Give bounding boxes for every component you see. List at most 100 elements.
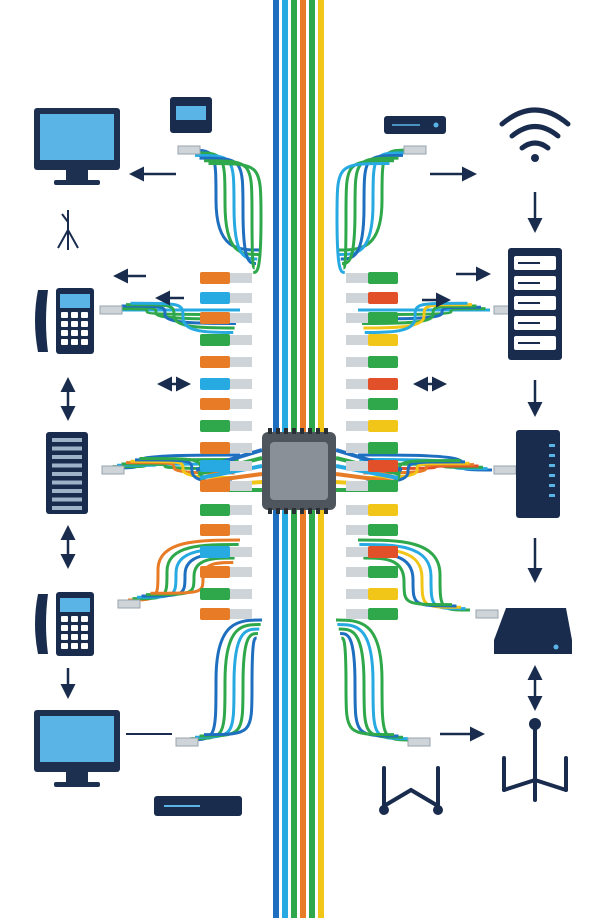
plug-left-tip	[230, 443, 252, 453]
cable	[342, 156, 399, 265]
keypad-key	[71, 643, 78, 649]
hub-chip-icon	[262, 428, 336, 514]
plug-left	[200, 546, 230, 558]
server-rack-icon	[508, 248, 562, 360]
device-connector	[493, 465, 517, 475]
keypad-key	[81, 339, 88, 345]
plug-right-tip	[346, 293, 368, 303]
plug-left-tip	[230, 421, 252, 431]
keypad-key	[71, 625, 78, 631]
keypad-key	[81, 321, 88, 327]
plug-right-tip	[346, 399, 368, 409]
keypad-key	[61, 616, 68, 622]
plug-left	[200, 608, 230, 620]
plug-left	[200, 272, 230, 284]
tower-led	[549, 484, 555, 487]
ip-phone-icon	[35, 288, 94, 354]
hub-pin	[324, 428, 328, 434]
plug-right-tip	[346, 525, 368, 535]
hub-pin	[316, 508, 320, 514]
hub-pin	[284, 428, 288, 434]
keypad-key	[81, 312, 88, 318]
plug-left	[200, 378, 230, 390]
plug-right-tip	[346, 461, 368, 471]
plug-left-tip	[230, 567, 252, 577]
panel-slot	[52, 455, 82, 459]
tower-server-icon	[516, 430, 560, 518]
hub-pin	[292, 508, 296, 514]
hub-pin	[300, 508, 304, 514]
panel-slot	[52, 446, 82, 451]
plug-right	[368, 588, 398, 600]
cable	[339, 151, 408, 256]
keypad-key	[71, 330, 78, 336]
plug-left	[200, 334, 230, 346]
plug-left-tip	[230, 461, 252, 471]
plug-left-tip	[230, 481, 252, 491]
keypad-key	[81, 625, 88, 631]
plug-left-tip	[230, 399, 252, 409]
plug-right	[368, 504, 398, 516]
plug-left-tip	[230, 357, 252, 367]
hub-pin	[284, 508, 288, 514]
plug-left-tip	[230, 609, 252, 619]
device-connector	[475, 609, 499, 619]
plug-right	[368, 420, 398, 432]
ip-phone-icon	[35, 592, 94, 656]
hub-pin	[324, 508, 328, 514]
plug-right	[368, 546, 398, 558]
keypad-key	[61, 643, 68, 649]
keypad-key	[71, 339, 78, 345]
connector-plugs	[99, 145, 517, 747]
plug-right	[368, 292, 398, 304]
device-connector	[101, 465, 125, 475]
plug-left	[200, 588, 230, 600]
plug-left-tip	[230, 273, 252, 283]
plug-left	[200, 442, 230, 454]
antenna-icon	[57, 210, 79, 250]
wifi-icon	[499, 107, 571, 162]
panel-slot	[52, 463, 82, 468]
cable	[342, 159, 395, 270]
network-switch-icon	[494, 608, 572, 654]
cable	[208, 162, 263, 274]
plug-right-tip	[346, 567, 368, 577]
plug-left-tip	[230, 505, 252, 515]
plug-right	[368, 312, 398, 324]
plug-left-tip	[230, 313, 252, 323]
cable	[203, 159, 256, 270]
cable	[190, 151, 259, 256]
device-connector	[177, 145, 201, 155]
plug-right-tip	[346, 505, 368, 515]
plug-left-tip	[230, 335, 252, 345]
device-connector	[99, 305, 123, 315]
device-connector	[117, 599, 141, 609]
panel-slot	[52, 506, 82, 510]
plug-right-tip	[346, 313, 368, 323]
plug-left	[200, 398, 230, 410]
tower-led	[549, 494, 555, 497]
plug-left	[200, 524, 230, 536]
set-top-box-icon	[384, 116, 446, 134]
plug-right	[368, 566, 398, 578]
rack-unit-line	[518, 322, 540, 324]
cable	[363, 556, 453, 607]
keypad-key	[81, 634, 88, 640]
keypad-key	[61, 625, 68, 631]
plug-left-tip	[230, 293, 252, 303]
plug-left-tip	[230, 589, 252, 599]
keypad-key	[61, 634, 68, 640]
modem-icon	[170, 97, 212, 133]
hub-pin	[276, 428, 280, 434]
access-point-icon	[502, 718, 568, 802]
tower-led	[549, 444, 555, 447]
plug-left	[200, 566, 230, 578]
rack-unit-line	[518, 282, 540, 284]
plug-right-tip	[346, 547, 368, 557]
plug-right	[368, 356, 398, 368]
tower-led	[549, 454, 555, 457]
cable	[335, 162, 390, 274]
hub-pin	[308, 508, 312, 514]
plug-right-tip	[346, 609, 368, 619]
router-box-icon	[154, 796, 242, 816]
